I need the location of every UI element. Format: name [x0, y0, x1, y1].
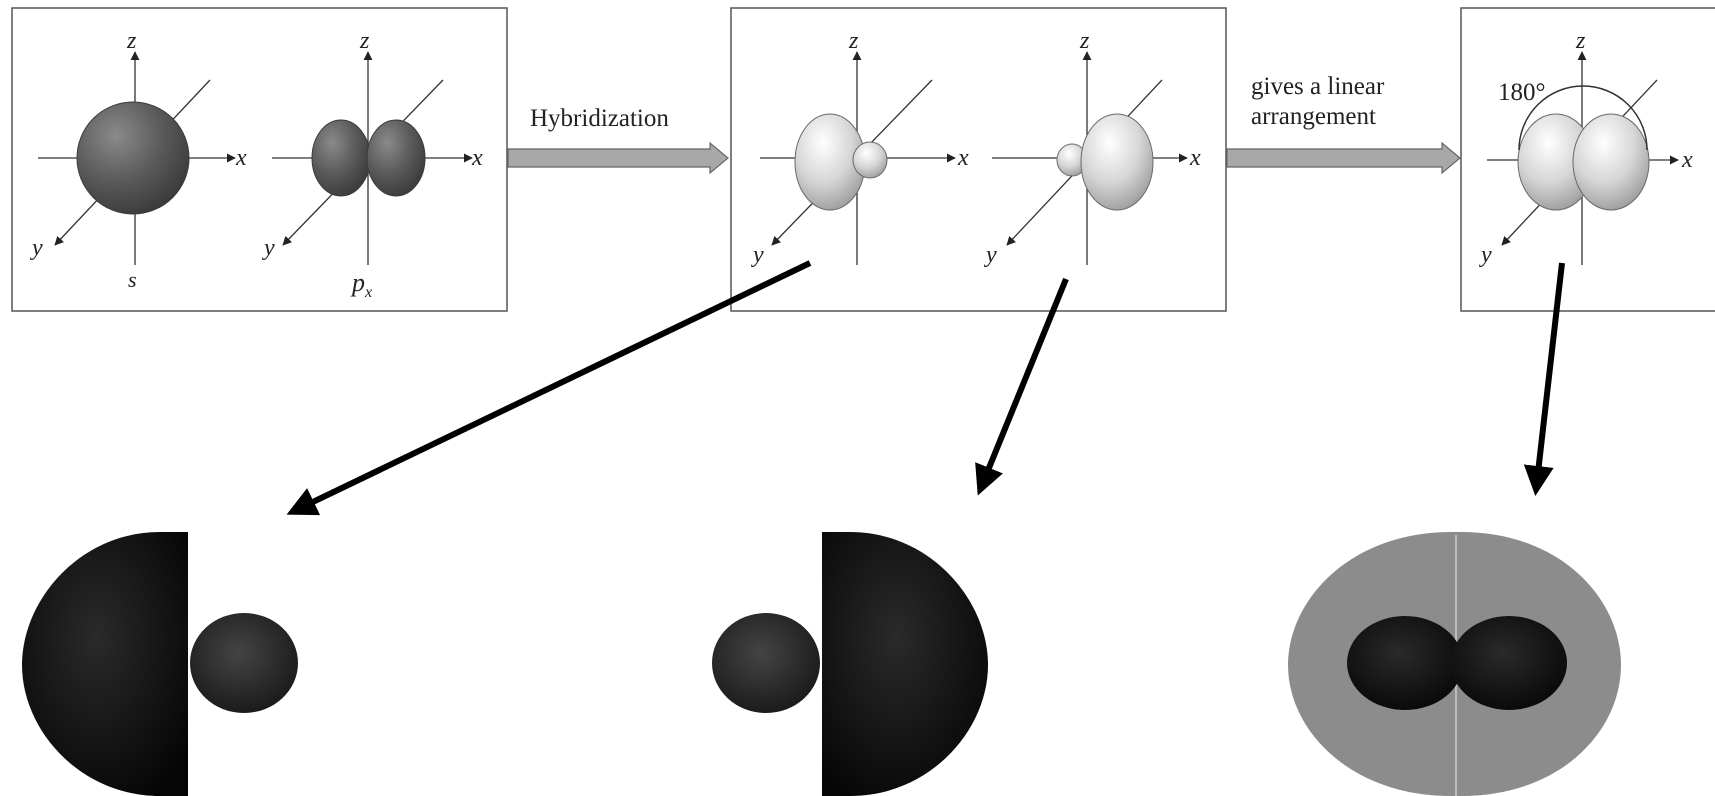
silhouette-dark-inner-lobe-right: [1451, 616, 1567, 710]
panel-sp-hybrid-orbitals: x z y x z y: [730, 7, 1227, 312]
axis-label-x: x: [471, 145, 483, 171]
angle-label: 180°: [1498, 79, 1546, 106]
axis-label-z: z: [848, 28, 859, 54]
axis-label-x: x: [235, 145, 247, 171]
axis-label-z: z: [1575, 28, 1586, 54]
callout-arrow-right: [1523, 262, 1565, 496]
silhouette-linear-pair: [1288, 532, 1621, 796]
axis-label-x: x: [1189, 145, 1201, 171]
angle-arc: [1518, 85, 1648, 151]
sp-hybrid-right-large-lobe: [1080, 113, 1154, 211]
axis-label-y: y: [751, 242, 764, 268]
axis-label-z: z: [359, 28, 370, 54]
linear-label-line1: gives a linear: [1251, 73, 1385, 100]
axis-label-x: x: [1681, 147, 1693, 173]
linear-arrangement-arrow: gives a linear arrangement: [1226, 73, 1461, 175]
s-orbital-sphere: [76, 101, 190, 215]
silhouette-sp-hybrid-left: [22, 532, 298, 796]
hybridization-arrow: Hybridization: [507, 105, 729, 175]
hybridization-label: Hybridization: [530, 105, 669, 132]
sp-hybrid-left-small-lobe: [852, 141, 888, 179]
axis-label-z: z: [126, 28, 137, 54]
axis-label-y: y: [30, 235, 43, 261]
panel-linear-arrangement: x z y 180°: [1460, 7, 1715, 312]
silhouette-small-lobe: [712, 613, 820, 713]
silhouette-dark-inner-lobe-left: [1347, 616, 1463, 710]
axis-label-z: z: [1079, 28, 1090, 54]
px-orbital-lobe-left: [311, 119, 371, 197]
silhouette-large-lobe: [22, 532, 188, 796]
silhouette-small-lobe: [190, 613, 298, 713]
px-orbital-lobe-right: [366, 119, 426, 197]
panel-s-and-p-orbitals: x z y s x z y px: [11, 7, 508, 312]
silhouette-sp-hybrid-right: [712, 532, 988, 796]
s-orbital-axes: x z y: [30, 28, 247, 265]
callout-arrow-left: [286, 260, 812, 516]
linear-label-line2: arrangement: [1251, 103, 1376, 130]
axis-label-y: y: [1479, 242, 1492, 268]
linear-hybrid-right-lobe: [1572, 113, 1650, 211]
px-orbital-label: px: [350, 268, 372, 301]
axis-label-y: y: [262, 235, 275, 261]
silhouette-large-lobe: [822, 532, 988, 796]
callout-arrows: [286, 260, 1565, 516]
s-orbital-label: s: [128, 267, 137, 292]
block-arrow-hybridization: [507, 141, 729, 175]
axis-label-y: y: [984, 242, 997, 268]
axis-label-x: x: [957, 145, 969, 171]
block-arrow-linear: [1226, 141, 1461, 175]
callout-arrow-middle: [975, 277, 1069, 496]
